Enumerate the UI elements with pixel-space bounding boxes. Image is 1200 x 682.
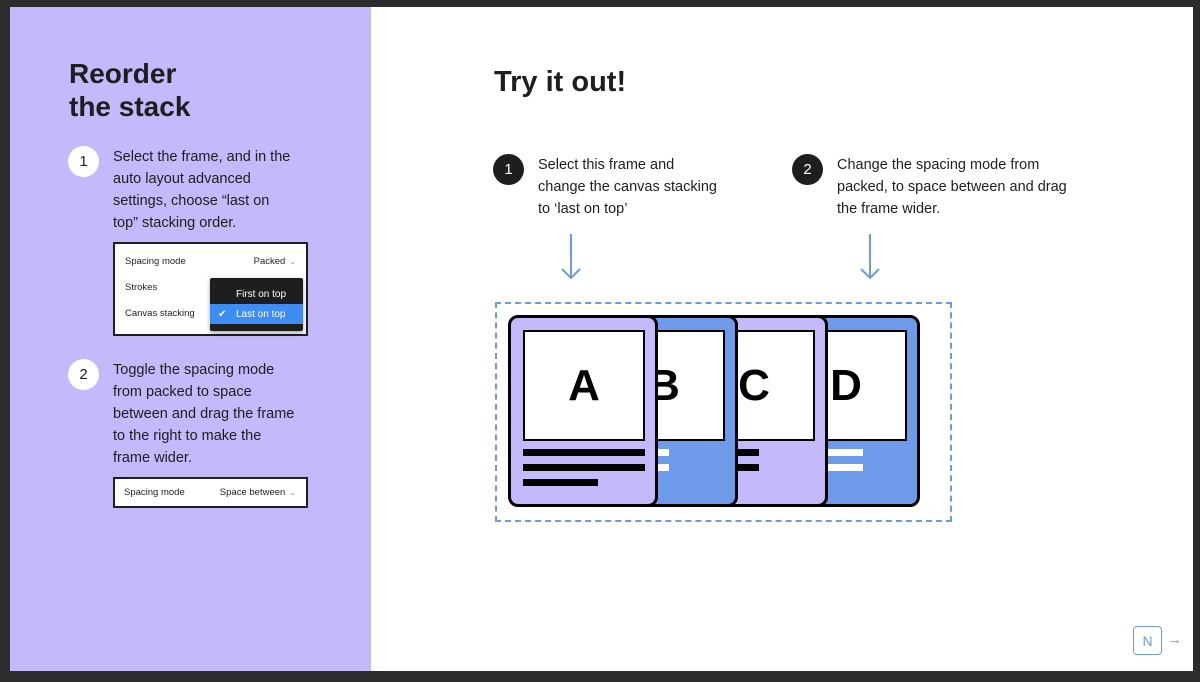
- spacing-mode-label: Spacing mode: [124, 487, 185, 498]
- try-step-2-text: Change the spacing mode from packed, to …: [837, 154, 1067, 220]
- card-a[interactable]: A: [508, 315, 658, 507]
- spacing-mode-label: Spacing mode: [125, 256, 186, 267]
- step-2-line: Toggle the spacing mode: [113, 362, 275, 378]
- step-1-text: Select the frame, and in the auto layout…: [113, 146, 290, 234]
- try-step-1-line: change the canvas stacking: [538, 179, 717, 195]
- step-2-number: 2: [68, 359, 99, 390]
- card-text-line: [523, 479, 598, 486]
- try-step-2-line: Change the spacing mode from: [837, 157, 1040, 173]
- instructions-panel: Reorder the stack 1 Select the frame, an…: [10, 7, 371, 671]
- spacing-mode-select[interactable]: Packed⌄: [254, 256, 296, 267]
- strokes-label: Strokes: [125, 282, 158, 293]
- auto-layout-frame[interactable]: D C B A: [495, 302, 952, 522]
- try-step-1-number: 1: [493, 154, 524, 185]
- step-1-line: top” stacking order.: [113, 215, 237, 231]
- stacking-settings-panel: Spacing mode Packed⌄ Strokes Canvas stac…: [113, 242, 308, 336]
- spacing-mode-panel: Spacing mode Space between⌄: [113, 477, 308, 508]
- card-image: A: [523, 330, 645, 441]
- step-2-line: from packed to space: [113, 384, 252, 400]
- spacing-mode-select[interactable]: Space between⌄: [220, 487, 296, 498]
- step-1-line: settings, choose “last on: [113, 193, 270, 209]
- card-text-line: [523, 464, 645, 471]
- arrow-down-icon: [561, 234, 581, 280]
- check-icon: ✔: [218, 308, 227, 320]
- step-1-line: auto layout advanced: [113, 171, 251, 187]
- try-step-1-line: to ‘last on top’: [538, 201, 628, 217]
- page-title: Try it out!: [494, 66, 627, 98]
- option-label: Last on top: [236, 308, 286, 320]
- step-1-number: 1: [68, 146, 99, 177]
- try-step-2-line: packed, to space between and drag: [837, 179, 1067, 195]
- panel-title-line-1: Reorder: [69, 58, 177, 89]
- try-step-2-number: 2: [792, 154, 823, 185]
- try-step-1-text: Select this frame and change the canvas …: [538, 154, 717, 220]
- card-text-line: [523, 449, 645, 456]
- step-2-line: to the right to make the: [113, 428, 262, 444]
- spacing-mode-value: Space between: [219, 487, 286, 498]
- panel-title: Reorder the stack: [69, 57, 190, 123]
- panel-title-line-2: the stack: [69, 91, 191, 122]
- chevron-down-icon: ⌄: [289, 488, 296, 497]
- arrow-down-icon: [860, 234, 880, 280]
- step-2-line: between and drag the frame: [113, 406, 295, 422]
- arrow-right-icon[interactable]: →: [1167, 631, 1182, 648]
- try-step-1-line: Select this frame and: [538, 157, 675, 173]
- option-first-on-top[interactable]: First on top: [210, 284, 303, 304]
- option-label: First on top: [236, 288, 287, 300]
- step-2-line: frame wider.: [113, 450, 192, 466]
- canvas-area: Try it out! 1 Select this frame and chan…: [371, 7, 1193, 671]
- slide-frame: Reorder the stack 1 Select the frame, an…: [10, 7, 1193, 671]
- next-page-button[interactable]: N: [1133, 626, 1162, 655]
- chevron-down-icon: ⌄: [289, 257, 296, 266]
- step-2-text: Toggle the spacing mode from packed to s…: [113, 359, 294, 469]
- spacing-mode-value: Packed: [253, 256, 286, 267]
- step-1-line: Select the frame, and in the: [113, 149, 291, 165]
- canvas-stacking-dropdown: First on top ✔ Last on top: [210, 278, 303, 331]
- canvas-stacking-label: Canvas stacking: [125, 308, 195, 319]
- try-step-2-line: the frame wider.: [837, 201, 941, 217]
- option-last-on-top[interactable]: ✔ Last on top: [210, 304, 303, 324]
